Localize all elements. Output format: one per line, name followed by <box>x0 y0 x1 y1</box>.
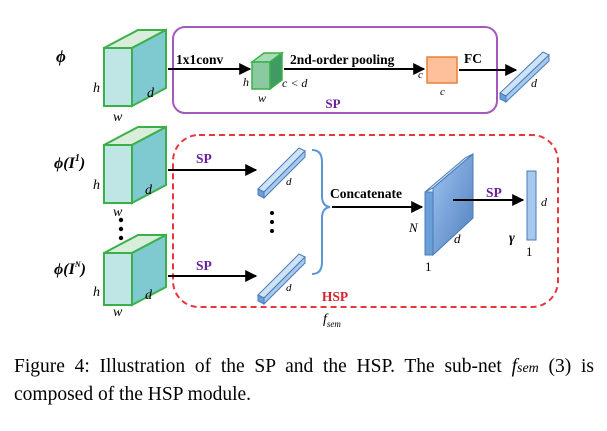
fc-label: FC <box>464 51 482 66</box>
figure-caption: Figure 4: Illustration of the SP and the… <box>14 354 594 408</box>
reduced-dim-h: h <box>243 75 249 89</box>
caption-text-2: (3) is composed of the HSP module. <box>14 356 595 405</box>
gamma-label: γ <box>509 231 515 246</box>
hsp-box-label: HSP <box>322 289 348 304</box>
final-sp-label: SP <box>486 185 502 200</box>
matrix-dim-row: c <box>418 69 423 81</box>
reduced-dim-w: w <box>258 91 266 105</box>
input-n-cube <box>103 233 167 307</box>
phi-label: ϕ <box>56 47 66 66</box>
hsp-module: HSP ϕ(I1) h w d ϕ(IN) h w d SP <box>54 125 559 329</box>
input-n-dim-d: d <box>145 288 153 303</box>
input-1-dim-h: h <box>93 178 100 193</box>
matrix-dim-n: N <box>408 220 419 235</box>
input-feature-cube <box>103 28 167 108</box>
sp-vector-1-dim-d: d <box>286 176 292 188</box>
caption-text-1: Figure 4: Illustration of the SP and the… <box>14 356 512 377</box>
conv-label: 1x1conv <box>176 52 224 67</box>
input-1-dim-w: w <box>113 205 123 220</box>
fsem-label: fsem <box>323 312 341 329</box>
matrix-dim-one: 1 <box>425 259 432 274</box>
sp-hsp-diagram: SP ϕ h w d 1x1conv h w c < d 2nd-order p… <box>54 26 559 329</box>
input-1-cube <box>103 125 167 205</box>
reduced-feature-cube <box>249 51 285 91</box>
sp-module: SP ϕ h w d 1x1conv h w c < d 2nd-order p… <box>56 26 550 125</box>
input-n-label: ϕ(IN) <box>54 260 86 278</box>
gamma-dim-one: 1 <box>526 244 533 259</box>
input-n-dim-h: h <box>93 285 100 300</box>
gamma-dim-d: d <box>541 195 548 209</box>
sp-output-dim-d: d <box>531 76 538 90</box>
caption-f: f <box>511 356 518 377</box>
input-n-dim-w: w <box>113 305 123 320</box>
matrix-dim-col: c <box>440 86 445 98</box>
sp-vector-1 <box>257 147 306 200</box>
input-1-label: ϕ(I1) <box>54 153 85 172</box>
sp-output-vector <box>499 51 550 104</box>
matrix-dim-d: d <box>454 231 461 246</box>
covariance-matrix <box>426 56 458 84</box>
concatenate-label: Concatenate <box>330 186 402 201</box>
input-1-dim-d: d <box>145 183 153 198</box>
sp-box-label: SP <box>325 96 340 111</box>
concat-brace <box>311 149 331 275</box>
sp-vector-n <box>257 253 306 306</box>
input-dim-h: h <box>93 81 100 96</box>
inputs-ellipsis <box>118 217 124 241</box>
reduced-dim-c: c < d <box>282 76 308 90</box>
input-dim-d: d <box>147 86 155 101</box>
pooling-label: 2nd-order pooling <box>290 52 395 67</box>
sp-arrow-n-label: SP <box>196 258 212 273</box>
vectors-ellipsis <box>270 211 274 233</box>
concatenated-matrix <box>424 152 474 257</box>
input-dim-w: w <box>113 110 123 125</box>
gamma-vector <box>526 170 537 241</box>
sp-vector-n-dim-d: d <box>286 282 292 294</box>
caption-f-sub: sem <box>517 361 539 376</box>
hsp-module-box <box>172 134 559 308</box>
sp-arrow-1-label: SP <box>196 151 212 166</box>
